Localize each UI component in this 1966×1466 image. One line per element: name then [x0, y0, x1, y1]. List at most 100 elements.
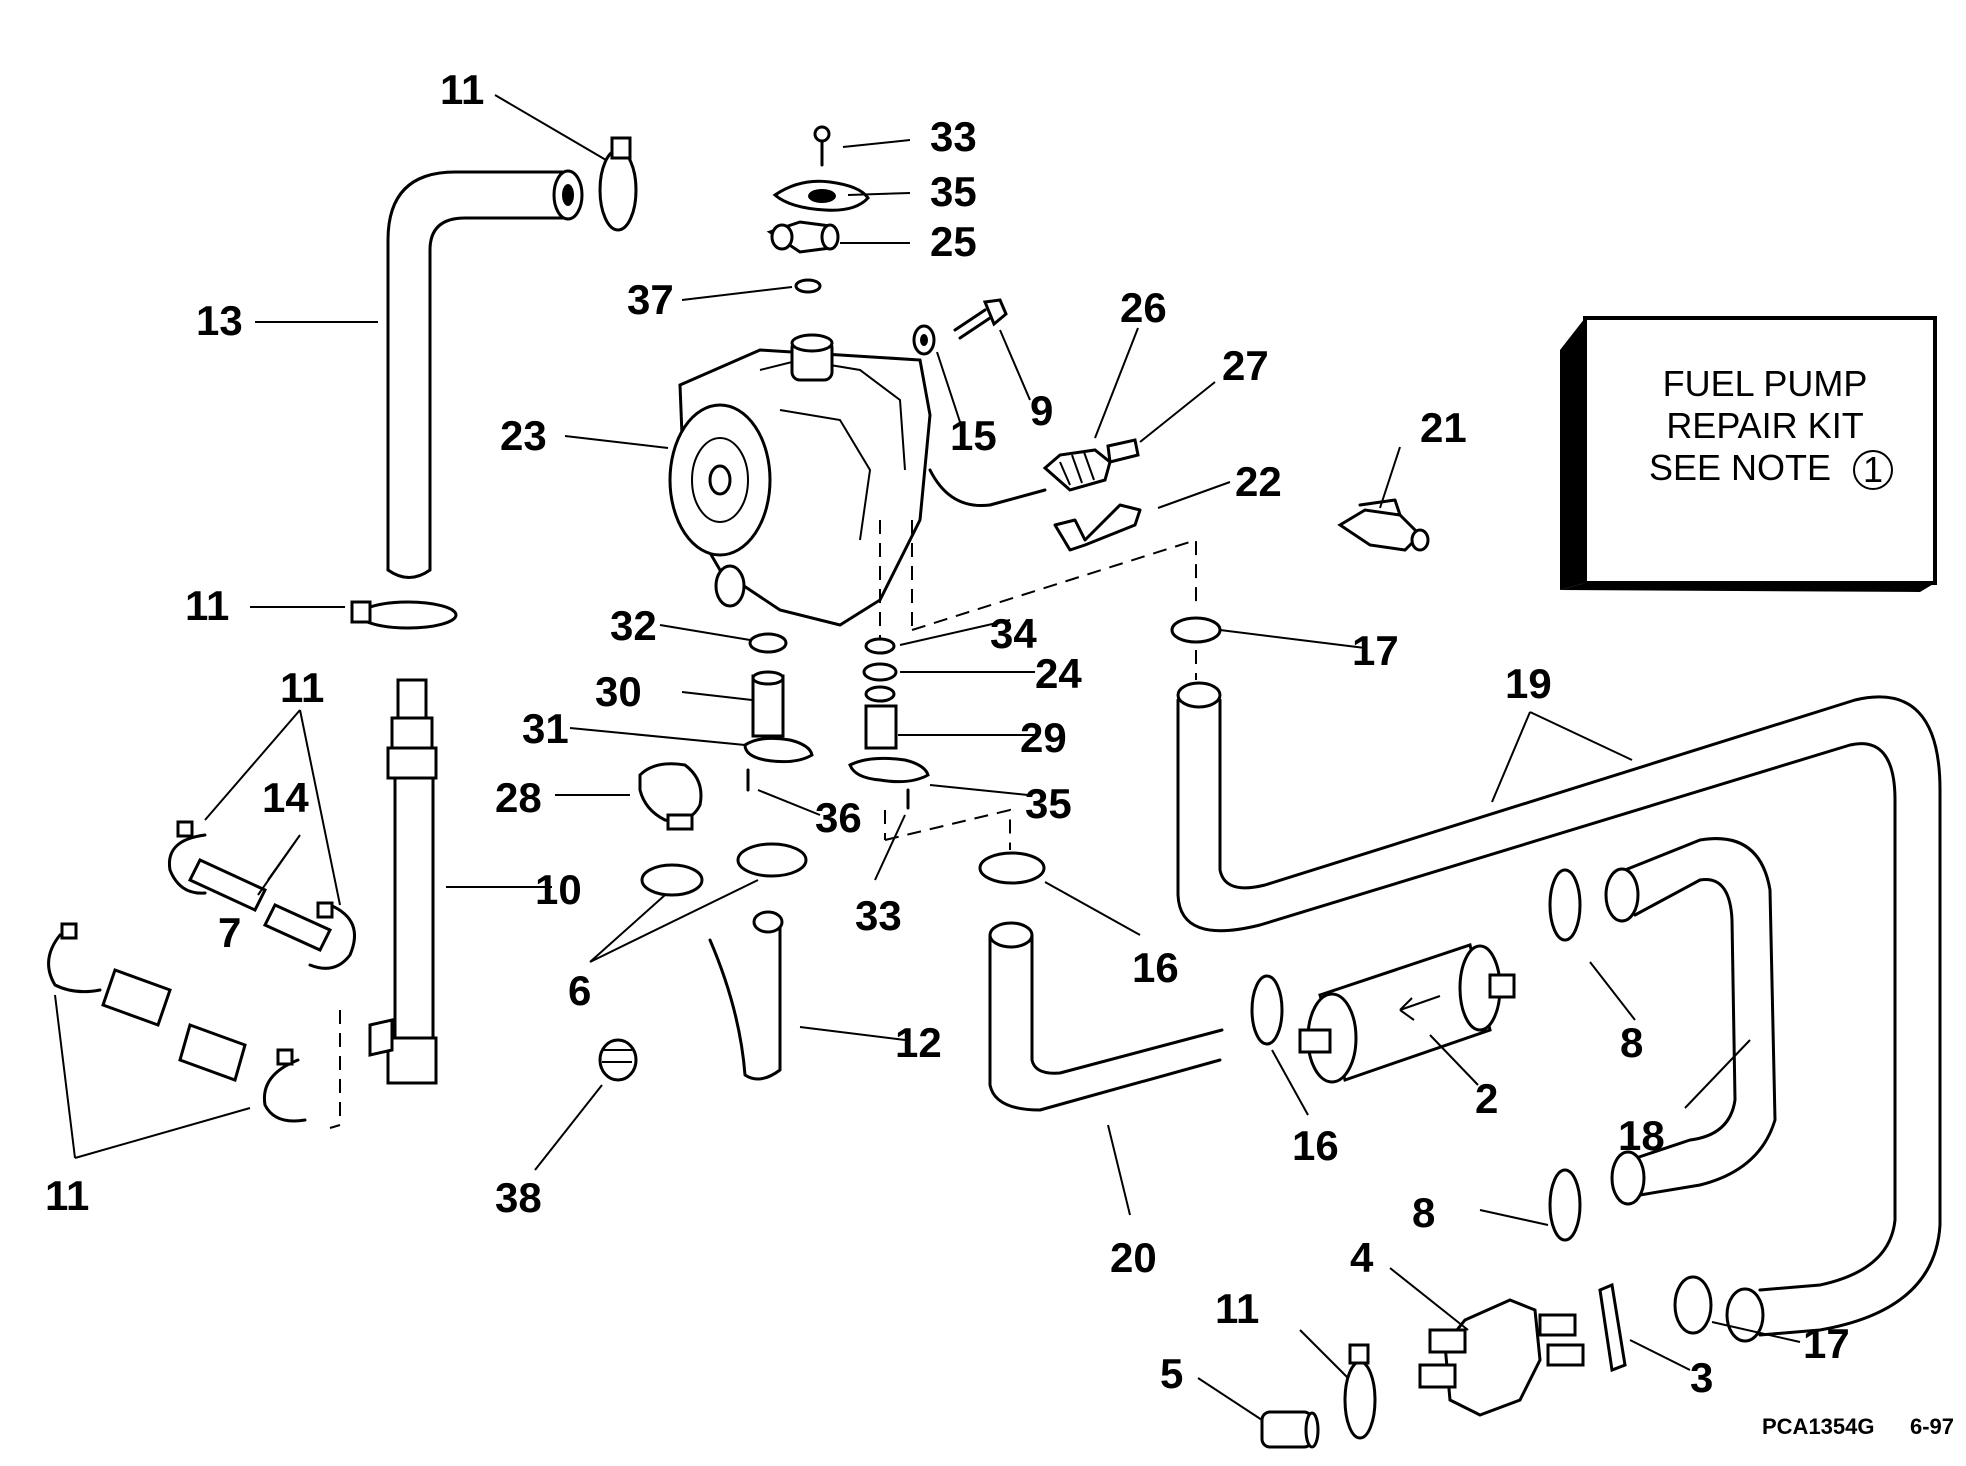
note-number: 1 — [1863, 449, 1883, 490]
part-16-clamp-lower — [1250, 974, 1284, 1046]
part-3-plate — [1598, 1282, 1627, 1373]
part-5-cap — [1260, 1410, 1320, 1449]
date-code: 6-97 — [1910, 1414, 1954, 1439]
label-21: 21 — [1420, 404, 1467, 451]
part-30-fitting — [751, 670, 785, 738]
label-17: 17 — [1352, 627, 1399, 674]
label-3: 3 — [1690, 1354, 1713, 1401]
part-18-hose — [1604, 837, 1777, 1206]
label-7: 7 — [218, 909, 241, 956]
label-28: 28 — [495, 774, 542, 821]
label-38: 38 — [495, 1174, 542, 1221]
label-16: 16 — [1132, 944, 1179, 991]
label-23: 23 — [500, 412, 547, 459]
part-13-elbow-hose — [386, 169, 584, 579]
part-38-screw — [598, 1038, 638, 1082]
drawing-code: PCA1354G — [1762, 1414, 1875, 1439]
label-36: 36 — [815, 794, 862, 841]
label-32: 32 — [610, 602, 657, 649]
label-12: 12 — [895, 1019, 942, 1066]
label-11: 11 — [280, 664, 324, 711]
label-24: 24 — [1035, 650, 1082, 697]
part-8-clamp-upper — [1548, 868, 1582, 942]
part-14-tubes — [187, 858, 333, 952]
part-9-bolt — [953, 298, 1008, 340]
label-17: 17 — [1803, 1320, 1850, 1367]
part-11-clip-top — [598, 136, 638, 232]
label-11: 11 — [1215, 1285, 1259, 1332]
label-11: 11 — [45, 1172, 89, 1219]
part-27-lead — [1106, 438, 1140, 464]
repair-kit-box: FUEL PUMP REPAIR KIT SEE NOTE 1 — [1560, 316, 1937, 592]
label-16: 16 — [1292, 1122, 1339, 1169]
label-14: 14 — [262, 774, 309, 821]
label-37: 37 — [627, 276, 674, 323]
part-37-oring — [794, 278, 822, 294]
label-19: 19 — [1505, 660, 1552, 707]
part-35-gasket-top — [772, 179, 870, 212]
part-8-clamp-lower — [1548, 1168, 1582, 1242]
part-28-fitting — [638, 762, 703, 831]
part-10-line — [368, 678, 438, 1085]
label-6: 6 — [568, 967, 591, 1014]
part-17-clamp-lower — [1673, 1275, 1713, 1335]
kit-line-1: FUEL PUMP — [1663, 363, 1868, 404]
label-35: 35 — [1025, 780, 1072, 827]
part-23-fuel-pump — [668, 333, 992, 627]
part-26-sensor — [988, 448, 1112, 507]
label-5: 5 — [1160, 1350, 1183, 1397]
label-2: 2 — [1475, 1075, 1498, 1122]
part-17-clamp-top — [1170, 616, 1222, 644]
label-9: 9 — [1030, 387, 1053, 434]
label-22: 22 — [1235, 458, 1282, 505]
note-circle — [1853, 450, 1893, 490]
part-20-hose — [988, 921, 1224, 1112]
label-33: 33 — [930, 113, 977, 160]
label-15: 15 — [950, 412, 997, 459]
label-25: 25 — [930, 218, 977, 265]
part-4-tee — [1418, 1298, 1585, 1417]
part-21-fitting — [1337, 498, 1430, 552]
label-35: 35 — [930, 168, 977, 215]
part-16-clamp-upper — [978, 851, 1046, 885]
label-33: 33 — [855, 892, 902, 939]
part-7-sleeves — [101, 968, 247, 1082]
label-8: 8 — [1412, 1189, 1435, 1236]
kit-line-2: REPAIR KIT — [1666, 405, 1863, 446]
label-34: 34 — [990, 610, 1037, 657]
part-11-clip-bottom — [1343, 1343, 1377, 1440]
alignment-lines — [329, 520, 1197, 1129]
part-25-fitting — [766, 220, 840, 254]
leader-lines — [54, 94, 1801, 1421]
part-6-clamps — [640, 842, 808, 897]
part-24-oring — [862, 662, 898, 703]
label-11: 11 — [440, 66, 484, 113]
part-31-gasket — [743, 736, 814, 764]
label-18: 18 — [1618, 1112, 1665, 1159]
part-labels: 11 33 35 25 37 13 26 27 9 15 23 21 22 11… — [45, 66, 1850, 1401]
part-33-screw-top — [813, 125, 831, 167]
label-13: 13 — [196, 297, 243, 344]
label-27: 27 — [1222, 342, 1269, 389]
part-11-clip-mid — [350, 600, 458, 630]
part-32-oring — [748, 632, 788, 654]
label-8: 8 — [1620, 1019, 1643, 1066]
part-19-hose — [1176, 681, 1942, 1343]
part-15-washer — [912, 324, 936, 356]
part-22-clip — [1053, 503, 1142, 552]
part-2-filter — [1298, 943, 1516, 1084]
part-35-gasket-lower — [848, 756, 930, 784]
label-20: 20 — [1110, 1234, 1157, 1281]
label-10: 10 — [535, 866, 582, 913]
part-29-fitting — [864, 704, 898, 750]
label-26: 26 — [1120, 284, 1167, 331]
label-30: 30 — [595, 668, 642, 715]
kit-line-3: SEE NOTE — [1649, 447, 1831, 488]
label-4: 4 — [1350, 1234, 1374, 1281]
label-29: 29 — [1020, 714, 1067, 761]
label-31: 31 — [522, 705, 569, 752]
part-12-hose — [708, 910, 784, 1081]
part-11-clips-left — [47, 820, 356, 1123]
label-11: 11 — [185, 582, 229, 629]
